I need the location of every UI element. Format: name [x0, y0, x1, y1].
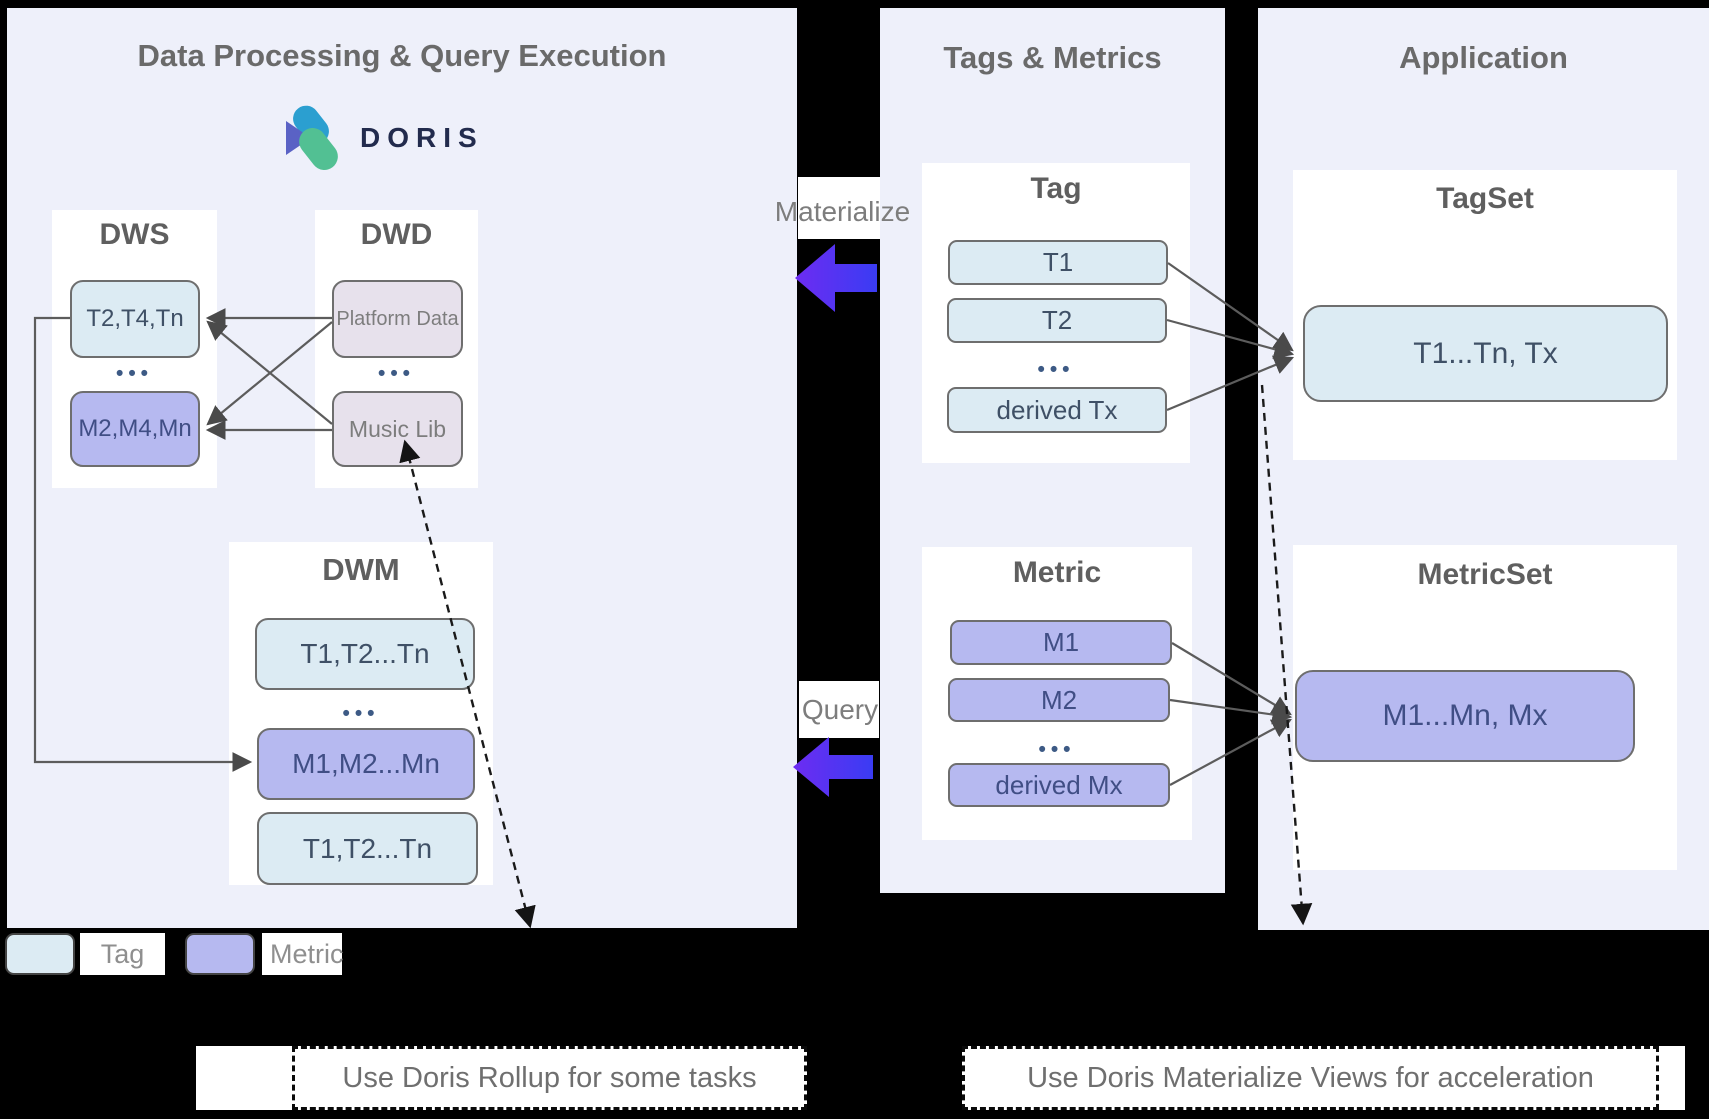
rollup-note-border: [292, 1046, 807, 1110]
dwd-music-lib-node: Music Lib: [332, 391, 463, 467]
metric-title: Metric: [1012, 556, 1102, 589]
doris-logo: DORIS: [286, 100, 516, 176]
dwd-ellipsis: •••: [377, 362, 416, 385]
legend-tag-swatch: [5, 933, 75, 975]
rollup-note-backing: [196, 1046, 807, 1110]
tag-derived-tx-node: derived Tx: [947, 387, 1167, 433]
materialize-label: Materialize: [774, 196, 911, 227]
query-arrow-icon: [793, 735, 873, 799]
title-tags-metrics: Tags & Metrics: [943, 40, 1162, 75]
dwm-metric-node: M1,M2...Mn: [257, 728, 475, 800]
metricset-node: M1...Mn, Mx: [1295, 670, 1635, 762]
mv-note-text: Use Doris Materialize Views for accelera…: [1027, 1061, 1594, 1094]
tag-title: Tag: [1030, 172, 1082, 205]
title-data-processing: Data Processing & Query Execution: [137, 38, 667, 73]
rollup-note-text: Use Doris Rollup for some tasks: [342, 1061, 757, 1094]
dws-ellipsis: •••: [115, 362, 154, 385]
legend-metric-swatch: [185, 933, 255, 975]
dwm-tag-node-bottom: T1,T2...Tn: [257, 812, 478, 885]
query-label: Query: [801, 694, 879, 725]
metric-m1-node: M1: [950, 620, 1172, 665]
dws-tag-node: T2,T4,Tn: [70, 280, 200, 358]
tag-t2-node: T2: [947, 298, 1167, 343]
materialize-arrow-icon: [795, 242, 877, 314]
metric-m2-node: M2: [948, 678, 1170, 722]
legend-tag-text: Tag: [100, 938, 145, 969]
doris-logo-text: DORIS: [360, 122, 484, 153]
dwd-title: DWD: [360, 218, 433, 251]
mv-note-backing: [962, 1046, 1685, 1110]
title-application: Application: [1399, 40, 1568, 75]
dws-title: DWS: [99, 218, 170, 251]
metric-derived-mx-node: derived Mx: [948, 763, 1170, 807]
mv-note-border: [962, 1046, 1659, 1110]
metricset-title: MetricSet: [1417, 558, 1553, 591]
tag-t1-node: T1: [948, 240, 1168, 285]
legend-tag-label: Tag: [80, 933, 165, 975]
tag-ellipsis: •••: [1037, 358, 1075, 381]
doris-logo-icon: [286, 100, 344, 176]
materialize-label-backing: [798, 177, 880, 239]
dwm-ellipsis: •••: [342, 702, 380, 725]
metric-ellipsis: •••: [1038, 738, 1076, 761]
tagset-title: TagSet: [1436, 182, 1534, 215]
legend-metric-label: Metric: [262, 933, 344, 975]
tagset-node: T1...Tn, Tx: [1303, 305, 1668, 402]
dwd-platform-data-node: Platform Data: [332, 280, 463, 358]
dwm-tag-node-top: T1,T2...Tn: [255, 618, 475, 690]
legend-metric-text: Metric: [270, 938, 344, 969]
query-label-backing: [799, 681, 879, 738]
dwm-title: DWM: [322, 552, 400, 587]
dws-metric-node: M2,M4,Mn: [70, 391, 200, 467]
